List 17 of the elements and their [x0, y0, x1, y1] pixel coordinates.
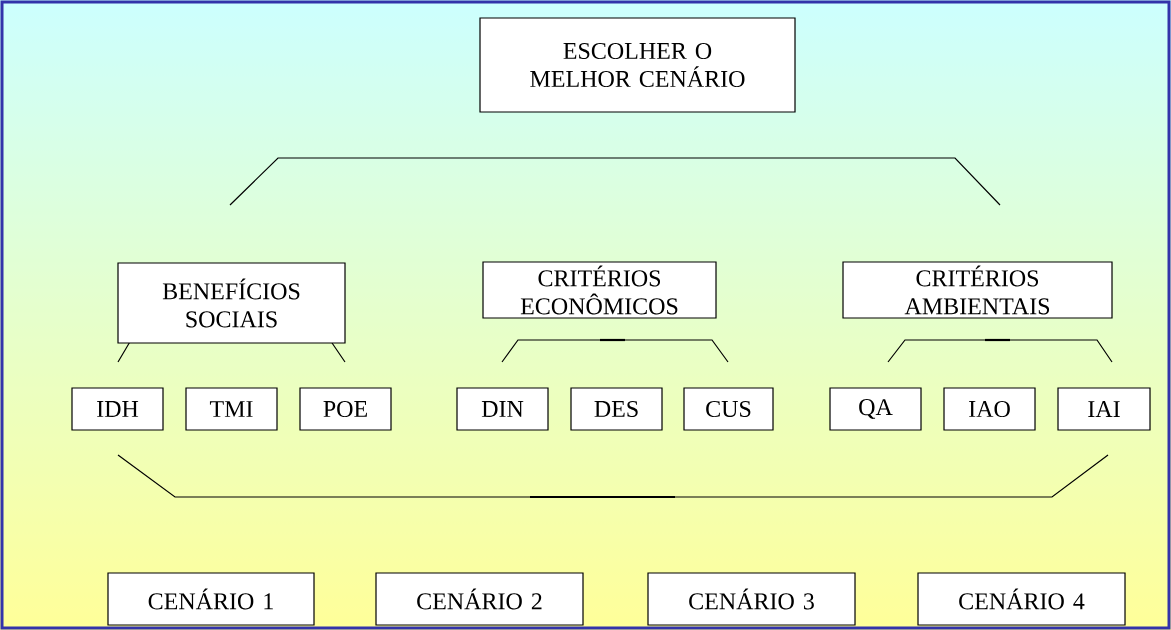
scenario-box: CENÁRIO 2	[375, 572, 584, 626]
criterion-box: IDH	[71, 387, 164, 431]
scenario-box: CENÁRIO 4	[917, 572, 1126, 626]
category-box: BENEFÍCIOS SOCIAIS	[117, 262, 346, 344]
criterion-box: DES	[570, 387, 663, 431]
criterion-box: TMI	[185, 387, 278, 431]
goal-box: ESCOLHER O MELHOR CENÁRIO	[479, 17, 796, 113]
category-box: CRITÉRIOS AMBIENTAIS	[842, 261, 1113, 319]
criterion-box: IAI	[1057, 387, 1151, 431]
scenario-box: CENÁRIO 1	[107, 572, 315, 626]
criterion-box: IAO	[943, 387, 1036, 431]
category-box: CRITÉRIOS ECONÔMICOS	[482, 261, 717, 319]
criterion-box: POE	[299, 387, 392, 431]
criterion-box: DIN	[456, 387, 549, 431]
scenario-box: CENÁRIO 3	[647, 572, 856, 626]
criterion-box: QA	[829, 387, 922, 431]
criterion-box: CUS	[683, 387, 774, 431]
